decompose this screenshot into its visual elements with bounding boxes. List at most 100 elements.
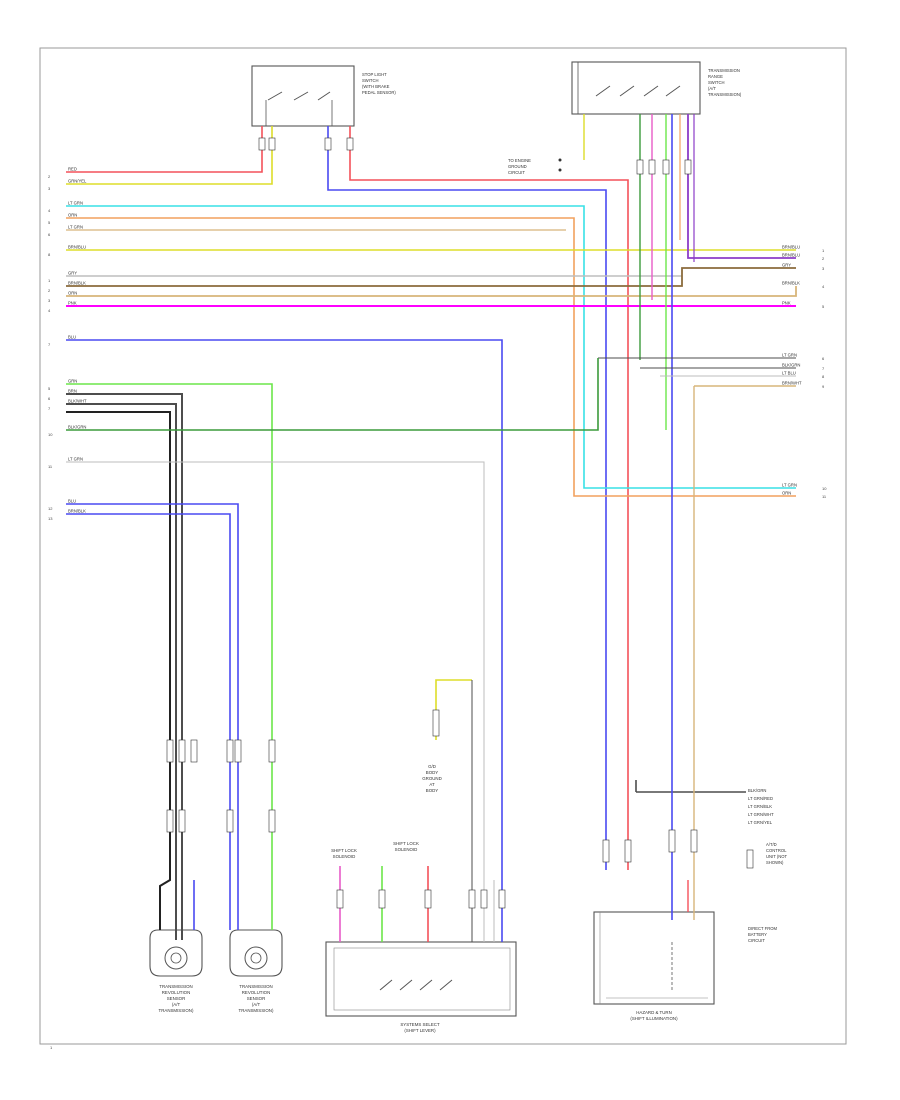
- wire-runs: [66, 114, 797, 942]
- battery-note-2: CIRCUIT: [748, 938, 765, 943]
- sensor-2-caption-0: TRANSMISSION: [239, 984, 272, 989]
- left-wire-pin: 2: [48, 288, 51, 293]
- left-wire-pin: 4: [48, 208, 51, 213]
- right-wire-label: GRY: [782, 263, 791, 268]
- shift-lever-assembly: SYSTEMS SELECT (SHIFT LEVER): [325, 941, 517, 1033]
- revolution-sensor-2: TRANSMISSION REVOLUTION SENSOR (A/T TRAN…: [229, 929, 283, 1013]
- right-wire-label: LT BLU: [782, 371, 796, 376]
- wire-black-left: [66, 411, 171, 930]
- right-wire-pin: 4: [822, 284, 825, 289]
- lower-right-wire-labels: BLK/GRN LT GRN/RED LT GRN/BLK LT GRN/WHT…: [636, 788, 774, 825]
- right-wire-pin: 11: [822, 494, 827, 499]
- left-wire-label: BLK/WHT: [68, 399, 87, 404]
- ground-caption-2: GROUND: [422, 776, 442, 781]
- sensor-1-caption-1: REVOLUTION: [162, 990, 191, 995]
- left-wire-pin: 12: [48, 506, 53, 511]
- wire-blue-top: [327, 126, 607, 870]
- battery-note: DIRECT FROM BATTERY CIRCUIT: [748, 926, 778, 943]
- left-wire-label: BRN: [68, 389, 77, 394]
- hazard-caption-0: HAZARD & TURN: [636, 1010, 672, 1015]
- range-switch-caption-1: RANGE: [708, 74, 723, 79]
- engine-ground-caption-1: GROUND: [508, 164, 527, 169]
- stop-light-switch: STOP LIGHT SWITCH (WITH BRAKE PEDAL SENS…: [251, 65, 396, 127]
- ground-caption-4: BODY: [426, 788, 439, 793]
- right-wire-pin: 8: [822, 374, 825, 379]
- right-wire-label: BRN/BLU: [782, 253, 800, 258]
- left-wire-pin: 5: [48, 386, 51, 391]
- wire-brown-bus: [66, 267, 796, 287]
- right-wire-pin: 6: [822, 356, 825, 361]
- wire-yellow-top: [66, 126, 273, 185]
- stop-light-switch-caption-0: STOP LIGHT: [362, 72, 387, 77]
- left-wire-label: BLU: [68, 499, 76, 504]
- wire-dkgrey-2: [66, 403, 177, 940]
- sensor-2-caption-3: (A/T: [252, 1002, 261, 1007]
- sensor-2-caption-1: REVOLUTION: [242, 990, 271, 995]
- range-switch-caption-3: (A/T: [708, 86, 716, 91]
- ground-caption-0: G/D: [428, 764, 436, 769]
- right-wire-pin: 3: [822, 266, 825, 271]
- left-wire-label: GRN: [68, 379, 77, 384]
- ground-caption-1: BODY: [426, 770, 439, 775]
- left-wire-pin: 6: [48, 396, 51, 401]
- shift-lock-caption-2: SHIFT LOCK: [393, 841, 419, 846]
- lower-right-label-2: LT GRN/BLK: [748, 804, 772, 809]
- lower-right-label-0: BLK/GRN: [748, 788, 766, 793]
- wire-blue-left-2: [66, 513, 231, 930]
- diagram-frame: [39, 47, 847, 1045]
- shift-lever-caption-0: SYSTEMS SELECT: [400, 1022, 440, 1027]
- left-wire-label: BLK/GRN: [68, 425, 86, 430]
- lower-right-label-3: LT GRN/WHT: [748, 812, 774, 817]
- transmission-range-switch: TRANSMISSION RANGE SWITCH (A/T TRANSMISS…: [571, 61, 742, 115]
- wire-orange: [66, 217, 796, 497]
- wire-tan-bus: [66, 286, 797, 297]
- left-wire-pin: 3: [48, 186, 51, 191]
- right-wire-label: LT GRN: [782, 353, 797, 358]
- right-wire-label: ORN: [782, 491, 791, 496]
- page-number: 1: [50, 1045, 53, 1050]
- wire-dkgreen-left: [66, 358, 599, 431]
- right-wire-pin: 10: [822, 486, 827, 491]
- left-wire-pin: 7: [48, 406, 51, 411]
- left-wire-label: RED: [68, 167, 77, 172]
- left-wire-label: ORN: [68, 291, 77, 296]
- range-switch-caption-0: TRANSMISSION: [708, 68, 740, 73]
- connector-stubs: [166, 137, 754, 909]
- control-unit-note: A/T/D CONTROL UNIT (NOT SHOWN): [766, 842, 788, 865]
- shift-lever-caption-1: (SHIFT LEVER): [404, 1028, 436, 1033]
- left-wire-label: LT GRN: [68, 457, 83, 462]
- right-wire-label: BRN/BLK: [782, 281, 800, 286]
- left-wire-label: BRN/BLK: [68, 509, 86, 514]
- wire-yellow-ground: [435, 679, 472, 740]
- left-wire-pin: 3: [48, 298, 51, 303]
- right-wire-pin: 2: [822, 256, 825, 261]
- left-wire-label: GRY: [68, 271, 77, 276]
- shift-lock-caption-3: SOLENOID: [395, 847, 418, 852]
- left-wire-label: BRN/BLK: [68, 281, 86, 286]
- left-wire-label: GRN/YEL: [68, 179, 87, 184]
- left-wire-pin: 5: [48, 220, 51, 225]
- sensor-1-caption-3: (A/T: [172, 1002, 181, 1007]
- left-wire-label: ORN: [68, 213, 77, 218]
- left-wire-pin: 10: [48, 432, 53, 437]
- sensor-1-caption-0: TRANSMISSION: [159, 984, 192, 989]
- range-switch-caption-2: SWITCH: [708, 80, 725, 85]
- shift-lock-caption-0: SHIFT LOCK: [331, 848, 357, 853]
- battery-note-0: DIRECT FROM: [748, 926, 778, 931]
- wire-grey-left: [66, 461, 485, 942]
- left-wire-pin: 2: [48, 174, 51, 179]
- sensor-1-caption-4: TRANSMISSION): [159, 1008, 194, 1013]
- shift-lock-label: SHIFT LOCK SOLENOID SHIFT LOCK SOLENOID: [331, 841, 419, 859]
- left-wire-label: BRN/BLU: [68, 245, 86, 250]
- wire-dkgrey-1: [66, 393, 183, 940]
- wire-red-2: [349, 126, 629, 870]
- hazard-turn-relay: HAZARD & TURN (SHIFT ILLUMINATION): [593, 911, 715, 1021]
- control-note-2: UNIT (NOT: [766, 854, 788, 859]
- left-wire-pin: 1: [48, 278, 51, 283]
- control-note-3: SHOWN): [766, 860, 784, 865]
- hazard-caption-1: (SHIFT ILLUMINATION): [630, 1016, 678, 1021]
- right-wire-label: BRN/BLU: [782, 245, 800, 250]
- lower-right-label-4: LT GRN/YEL: [748, 820, 773, 825]
